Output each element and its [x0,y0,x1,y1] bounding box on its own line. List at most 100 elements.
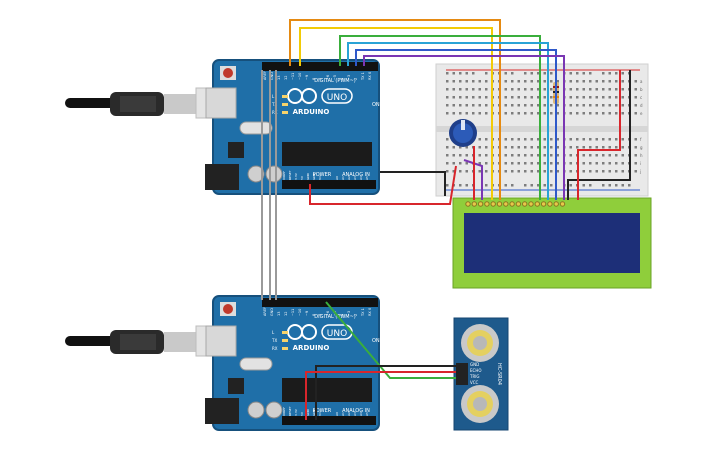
breadboard-hole[interactable] [485,96,488,99]
breadboard-hole[interactable] [459,170,462,173]
breadboard-hole[interactable] [452,112,456,115]
breadboard-hole[interactable] [543,96,547,99]
breadboard-hole[interactable] [608,154,612,157]
power-analog-header[interactable] [282,416,376,425]
rail-hole[interactable] [452,72,456,75]
wire-purple[interactable] [363,55,565,200]
breadboard-hole[interactable] [621,162,625,165]
breadboard-hole[interactable] [556,112,560,115]
breadboard-hole[interactable] [576,80,579,83]
breadboard-hole[interactable] [608,146,612,149]
digital-header[interactable] [262,62,378,71]
breadboard-hole[interactable] [608,96,612,99]
breadboard-hole[interactable] [582,104,586,107]
lcd-pin[interactable] [465,201,471,207]
breadboard-hole[interactable] [589,154,592,157]
breadboard-hole[interactable] [472,80,475,83]
breadboard-hole[interactable] [504,146,508,149]
lcd-pin[interactable] [509,201,515,207]
breadboard-hole[interactable] [595,146,599,149]
lcd-pin[interactable] [496,201,503,207]
breadboard-hole[interactable] [589,88,592,91]
breadboard-hole[interactable] [524,170,527,173]
breadboard-hole[interactable] [615,162,618,165]
rail-hole[interactable] [511,184,514,187]
breadboard-hole[interactable] [537,88,540,91]
potentiometer-icon[interactable] [449,119,477,147]
breadboard-hole[interactable] [478,162,482,165]
breadboard-hole[interactable] [608,88,612,91]
breadboard-hole[interactable] [530,146,534,149]
breadboard-hole[interactable] [550,162,553,165]
breadboard-hole[interactable] [530,96,534,99]
breadboard-hole[interactable] [569,154,573,157]
breadboard-hole[interactable] [589,138,592,141]
lcd-pin[interactable] [540,201,547,207]
lcd-pin[interactable] [553,201,559,207]
breadboard-hole[interactable] [589,162,592,165]
breadboard-hole[interactable] [446,112,449,115]
breadboard-hole[interactable] [485,162,488,165]
breadboard-hole[interactable] [556,162,560,165]
breadboard-hole[interactable] [595,170,599,173]
breadboard-hole[interactable] [452,80,456,83]
breadboard-hole[interactable] [524,96,527,99]
breadboard-hole[interactable] [530,162,534,165]
breadboard-hole[interactable] [478,112,482,115]
rail-hole[interactable] [621,184,625,187]
breadboard-hole[interactable] [465,170,469,173]
breadboard-hole[interactable] [459,88,462,91]
breadboard-hole[interactable] [615,146,618,149]
breadboard-hole[interactable] [608,170,612,173]
breadboard-hole[interactable] [582,88,586,91]
breadboard-hole[interactable] [485,112,488,115]
breadboard-hole[interactable] [550,154,553,157]
breadboard-hole[interactable] [511,162,514,165]
breadboard-hole[interactable] [504,154,508,157]
breadboard-hole[interactable] [634,88,638,91]
wire-orange[interactable] [289,19,501,200]
breadboard-hole[interactable] [446,138,449,141]
wire-blue[interactable] [355,49,557,200]
breadboard-hole[interactable] [465,104,469,107]
rail-hole[interactable] [602,72,605,75]
breadboard-hole[interactable] [615,138,618,141]
breadboard-hole[interactable] [602,88,605,91]
breadboard-hole[interactable] [478,146,482,149]
breadboard-hole[interactable] [608,112,612,115]
breadboard-hole[interactable] [595,80,599,83]
breadboard-hole[interactable] [589,96,592,99]
breadboard-hole[interactable] [537,112,540,115]
breadboard-hole[interactable] [530,138,534,141]
breadboard-hole[interactable] [504,112,508,115]
breadboard-hole[interactable] [459,80,462,83]
rail-hole[interactable] [589,184,592,187]
breadboard-hole[interactable] [543,112,547,115]
rail-hole[interactable] [485,184,488,187]
lcd-pin-header[interactable] [465,201,566,207]
breadboard-hole[interactable] [634,104,638,107]
breadboard-hole[interactable] [485,88,488,91]
breadboard-hole[interactable] [543,104,547,107]
breadboard-hole[interactable] [459,162,462,165]
wire-sensor-echo[interactable] [325,301,456,379]
lcd-pin[interactable] [534,201,540,207]
wire-rail-vcc[interactable] [577,70,621,200]
breadboard-hole[interactable] [530,88,534,91]
rail-hole[interactable] [530,72,534,75]
rail-hole[interactable] [504,72,508,75]
breadboard-hole[interactable] [459,96,462,99]
breadboard-hole[interactable] [517,80,521,83]
rail-hole[interactable] [511,72,514,75]
breadboard-hole[interactable] [543,88,547,91]
breadboard-hole[interactable] [446,96,449,99]
breadboard-hole[interactable] [602,146,605,149]
breadboard-hole[interactable] [615,154,618,157]
breadboard-hole[interactable] [556,154,560,157]
breadboard-hole[interactable] [485,170,488,173]
breadboard-hole[interactable] [576,112,579,115]
breadboard-hole[interactable] [621,138,625,141]
breadboard-hole[interactable] [452,154,456,157]
rail-hole[interactable] [615,72,618,75]
lcd-pin[interactable] [559,201,566,207]
